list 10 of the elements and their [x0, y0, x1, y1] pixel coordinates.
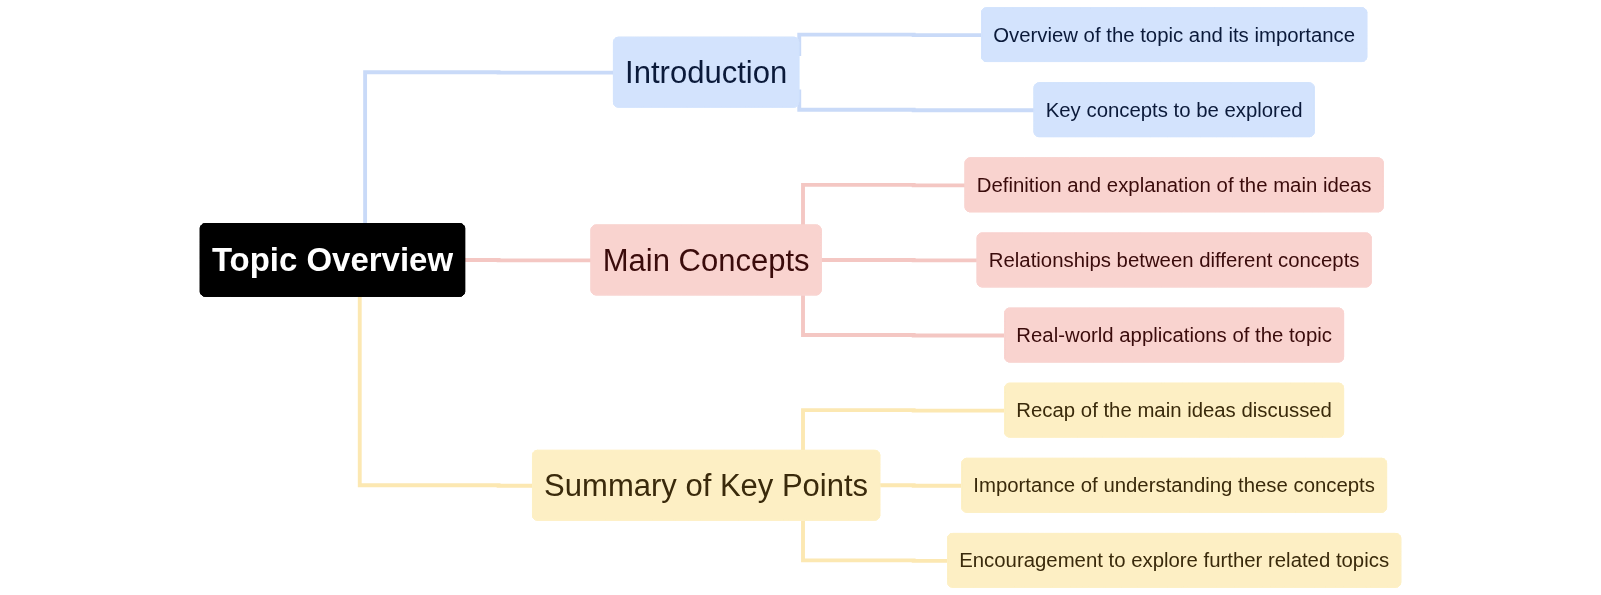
connector — [363, 70, 614, 225]
connector — [801, 408, 1006, 451]
connector — [797, 32, 982, 56]
connector — [357, 296, 533, 488]
connector — [801, 295, 1006, 338]
connector — [463, 258, 592, 263]
connector — [797, 89, 1035, 113]
connector — [801, 520, 949, 563]
connector — [878, 483, 963, 488]
connector — [801, 182, 966, 226]
